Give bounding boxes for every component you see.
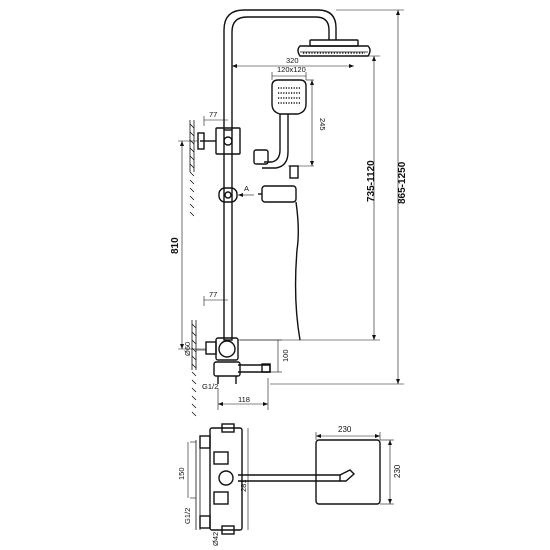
hand-shower [253, 79, 307, 169]
top-view [195, 423, 381, 535]
top-view-pipe-diameter-label: Ø42 [211, 532, 220, 546]
upper-wall-bracket [189, 120, 241, 217]
overhead-arm [223, 9, 337, 130]
mixer-diameter-label: Ø60 [183, 342, 192, 356]
bracket-offset-bottom-label: 77 [209, 290, 217, 299]
spout-length-label: 118 [238, 395, 250, 404]
wall-spacing-label: 810 [170, 237, 181, 254]
riser-pipe [223, 129, 233, 341]
section-marker-label: A [244, 184, 249, 193]
top-view-head-depth-label: 230 [393, 464, 402, 478]
hand-shower-head-label: 120x120 [277, 65, 306, 74]
bracket-offset-top-label: 77 [209, 110, 217, 119]
rain-shower-head [297, 39, 371, 57]
top-view-inlet-thread-label: G1/2 [183, 508, 192, 524]
dimension-lines-front [178, 9, 404, 410]
top-view-connector-spacing-label: 150 [177, 467, 186, 480]
top-view-head-width-label: 230 [338, 425, 352, 434]
overall-height-label: 865-1250 [397, 161, 408, 204]
dimension-lines-top [187, 428, 394, 530]
top-view-arm-projection-label: 281 [239, 479, 248, 492]
dimension-labels-top: 230 230 150 281 G1/2 Ø42 [177, 425, 402, 546]
height-adjustable-label: 735-1120 [366, 160, 377, 202]
dimension-labels-front: 320 120x120 245 77 77 A 810 735-1120 865… [170, 56, 408, 404]
front-elevation [189, 9, 371, 417]
slide-holder [218, 187, 238, 203]
inlet-thread-label: G1/2 [202, 382, 218, 391]
arm-length-label: 320 [286, 56, 299, 65]
hand-shower-hose [258, 165, 301, 341]
thermostatic-mixer [191, 320, 271, 417]
hand-shower-length-label: 245 [318, 118, 327, 131]
spout-height-label: 100 [281, 349, 290, 362]
